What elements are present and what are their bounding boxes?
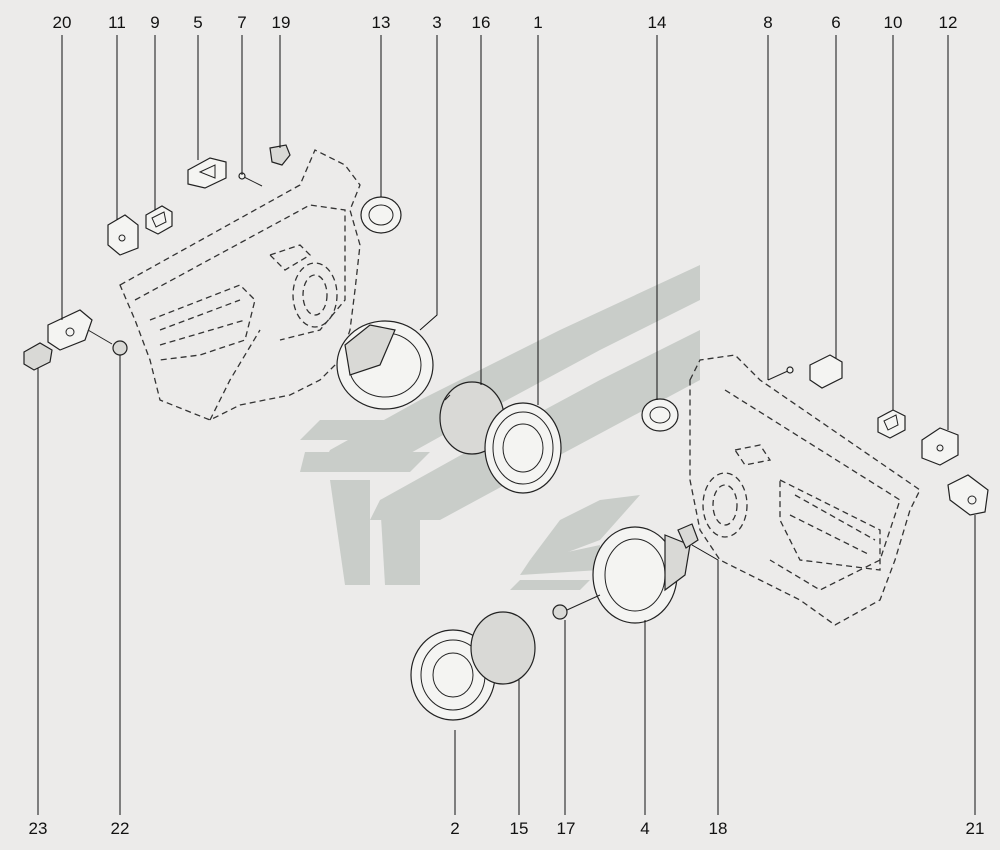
label-3: 3 [432, 13, 441, 32]
label-1: 1 [533, 13, 542, 32]
part-5-switch [187, 157, 227, 189]
label-6: 6 [831, 13, 840, 32]
label-13: 13 [372, 13, 391, 32]
label-21: 21 [966, 819, 985, 838]
part-17-screw [552, 594, 601, 620]
label-4: 4 [640, 819, 649, 838]
part-15-foam-pad [470, 611, 536, 685]
label-11: 11 [108, 13, 126, 32]
part-21-bracket [947, 474, 989, 516]
part-1-speaker-grille [484, 402, 562, 494]
part-9-clip [145, 205, 173, 235]
label-12: 12 [939, 13, 958, 32]
part-23-clip [23, 342, 53, 371]
part-18-clip [677, 523, 699, 549]
label-10: 10 [884, 13, 903, 32]
label-23: 23 [29, 819, 48, 838]
label-2: 2 [450, 819, 459, 838]
part-12-bracket [921, 427, 959, 466]
part-4-speaker-housing [592, 526, 691, 624]
label-19: 19 [272, 13, 291, 32]
label-7: 7 [237, 13, 246, 32]
part-19-push-clip [269, 144, 291, 166]
label-5: 5 [193, 13, 202, 32]
label-17: 17 [557, 819, 576, 838]
part-13-ring [360, 196, 402, 234]
part-20-bracket [47, 309, 93, 351]
part-8-screw [767, 366, 794, 381]
part-22-push-clip [87, 329, 128, 356]
labels-top: 20 11 9 5 7 19 13 3 16 1 14 8 6 10 12 [53, 13, 958, 32]
label-14: 14 [648, 13, 667, 32]
part-10-clip [877, 409, 906, 439]
right-door-panel [689, 354, 921, 626]
left-door-panel [119, 149, 361, 421]
part-11-bracket [107, 214, 139, 256]
label-22: 22 [111, 819, 130, 838]
part-7-screw [238, 172, 263, 187]
label-16: 16 [472, 13, 491, 32]
label-20: 20 [53, 13, 72, 32]
labels-bottom: 23 22 2 15 17 4 18 21 [29, 819, 985, 838]
label-8: 8 [763, 13, 772, 32]
label-18: 18 [709, 819, 728, 838]
label-15: 15 [510, 819, 529, 838]
part-14-ring [641, 398, 679, 432]
leader-lines [37, 35, 976, 815]
part-3-speaker-housing [336, 320, 434, 410]
label-9: 9 [150, 13, 159, 32]
part-6-switch [809, 354, 843, 389]
